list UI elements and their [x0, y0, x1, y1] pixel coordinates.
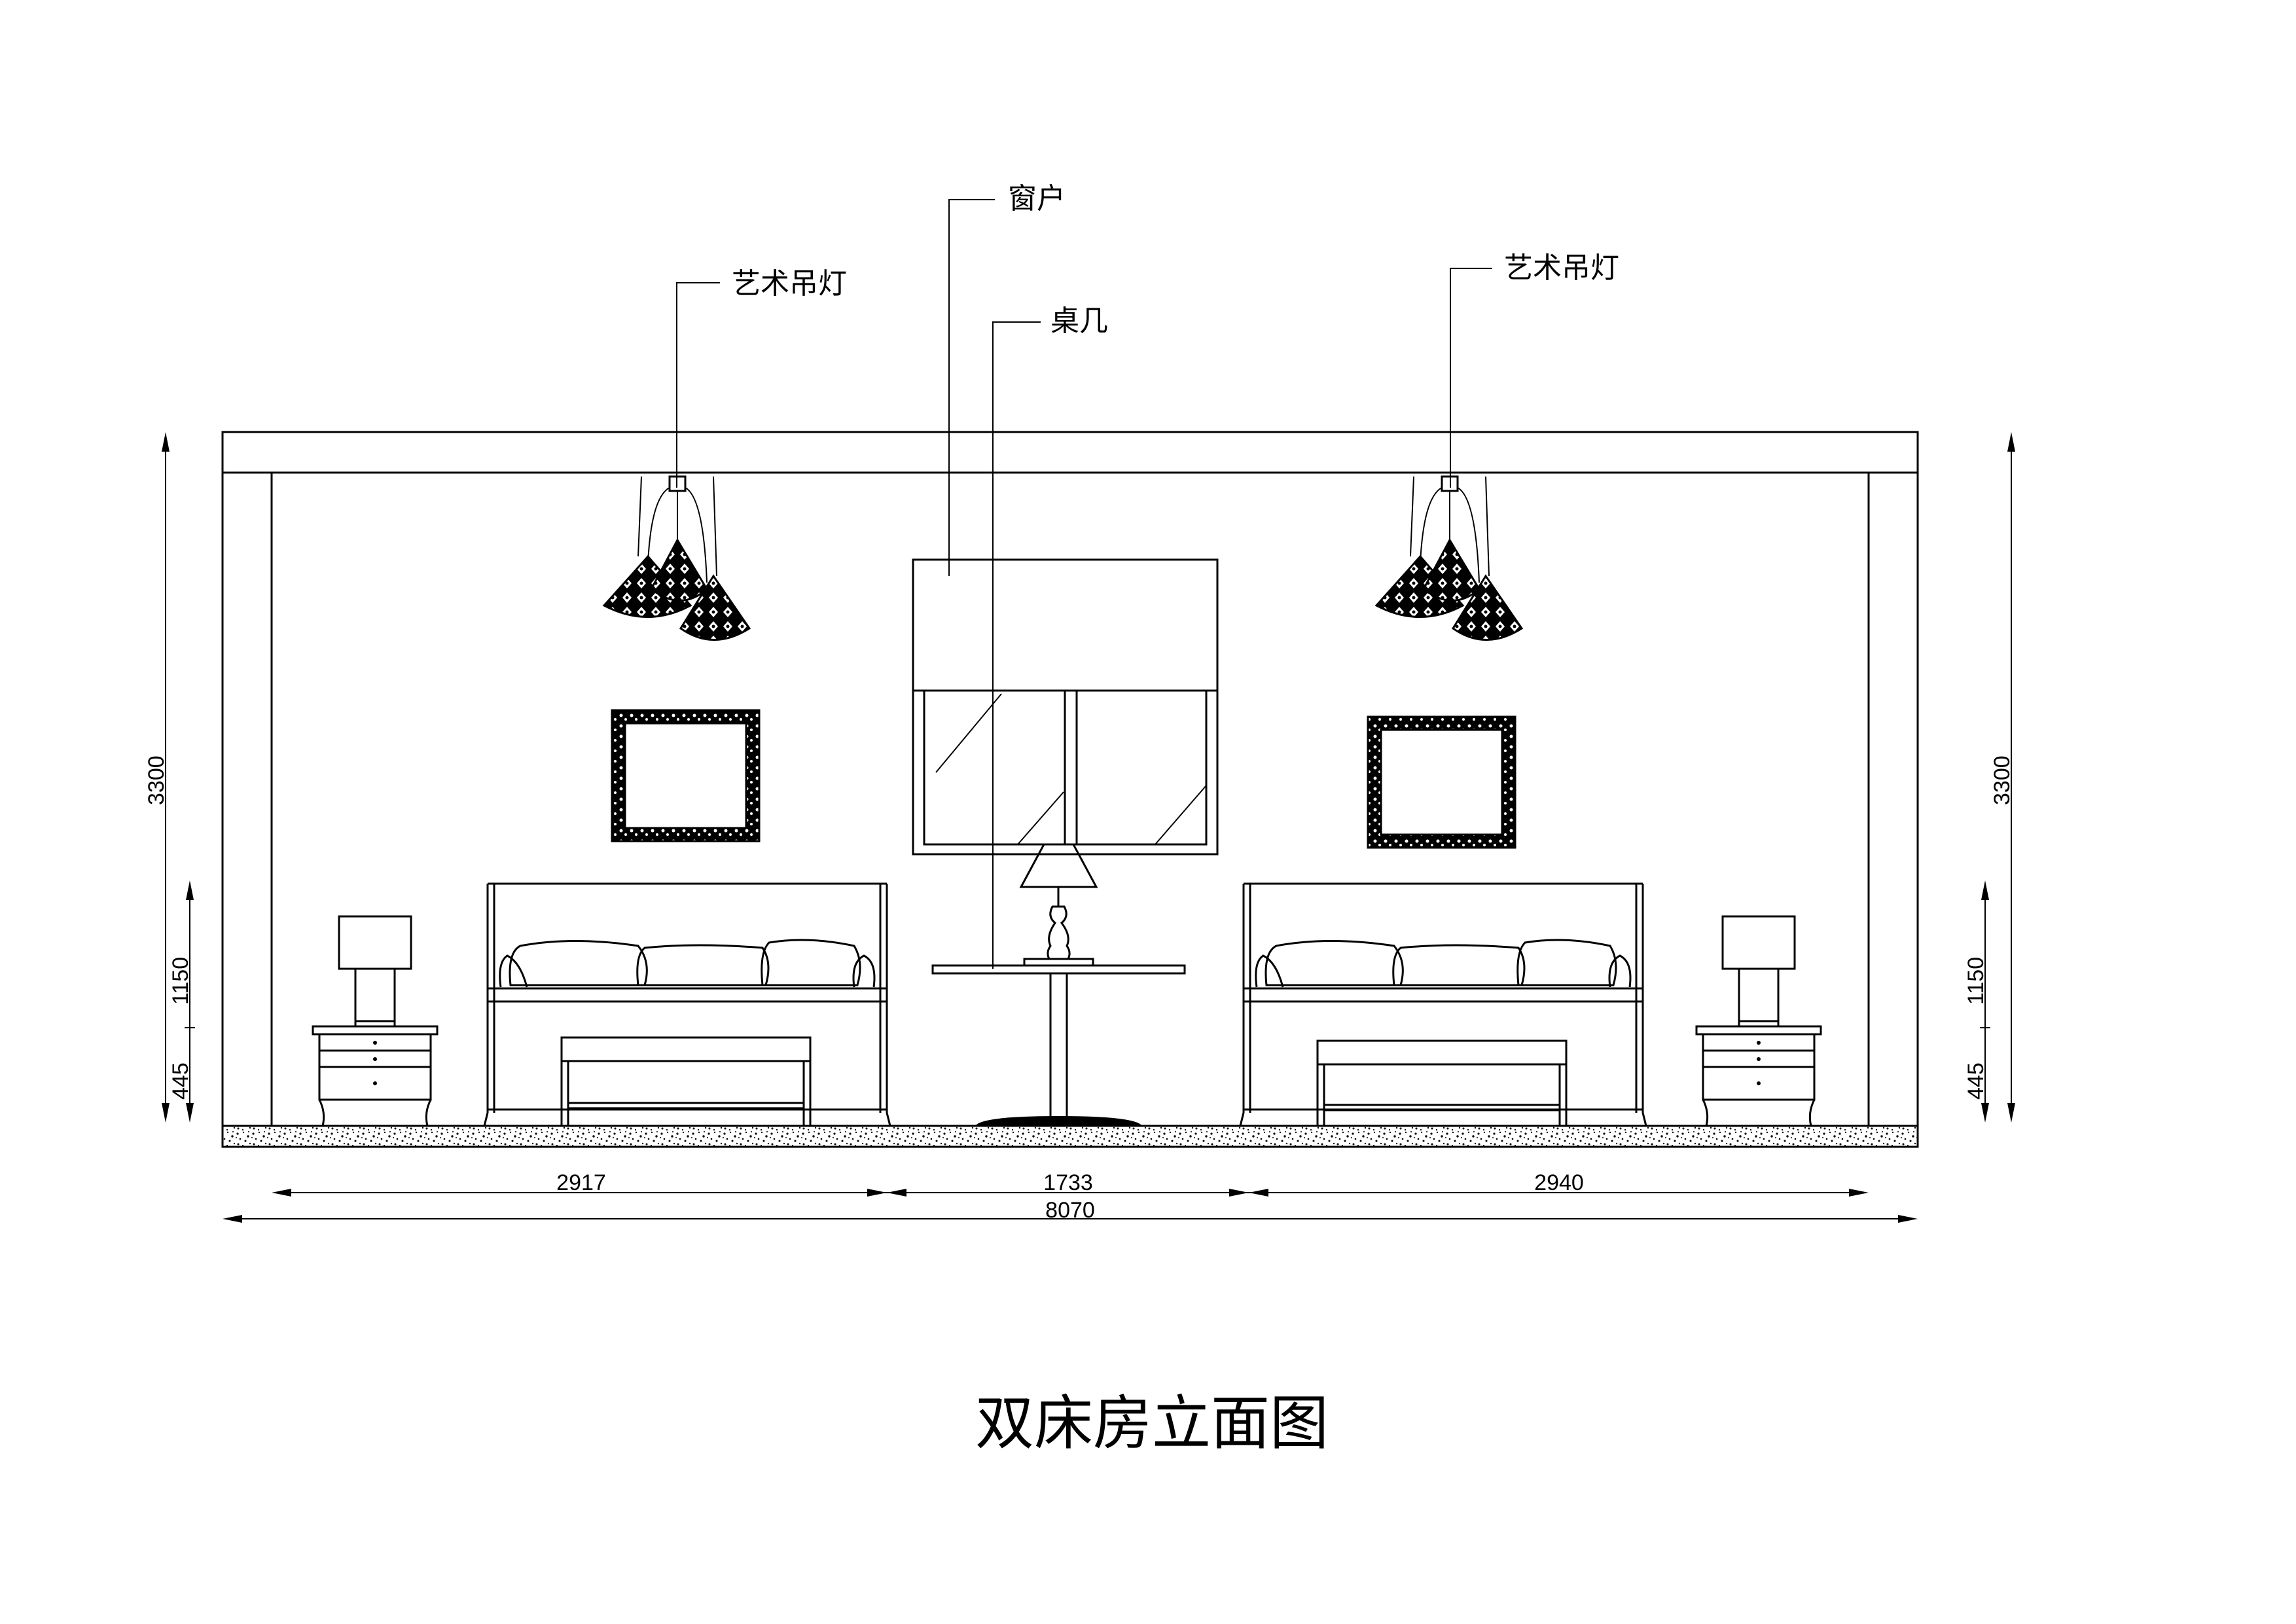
drawing-title: 双床房立面图	[975, 1389, 1329, 1458]
pendant-light-left	[602, 472, 751, 641]
dim-left-445: 445	[168, 1062, 193, 1100]
side-table	[931, 958, 1186, 1126]
label-window: 窗户	[1008, 182, 1066, 215]
table-lamp	[1019, 843, 1098, 960]
label-side-table: 桌几	[1050, 304, 1108, 338]
label-pendant-right: 艺术吊灯	[1504, 251, 1619, 285]
bench-left	[560, 1036, 812, 1126]
callout-leaders	[676, 199, 1492, 969]
label-pendant-left: 艺术吊灯	[732, 267, 847, 300]
bench-right	[1316, 1039, 1568, 1126]
wall-art-right	[1367, 715, 1516, 849]
dim-width-8070: 8070	[1045, 1198, 1095, 1223]
dim-width-2940: 2940	[1534, 1170, 1584, 1195]
window	[912, 558, 1219, 856]
dim-width-2917: 2917	[556, 1170, 606, 1195]
floor-slab	[221, 1125, 1919, 1148]
room-shell	[221, 431, 1919, 1126]
dim-lines-right	[1980, 432, 2015, 1123]
bed-left	[483, 882, 891, 1127]
nightstand-right	[1695, 915, 1822, 1127]
nightstand-left	[312, 915, 439, 1127]
dim-lines-left	[162, 432, 195, 1123]
dim-right-3300: 3300	[1990, 755, 2015, 805]
dim-right-445: 445	[1964, 1062, 1988, 1100]
dim-width-1733: 1733	[1043, 1170, 1093, 1195]
pendant-light-right	[1374, 472, 1524, 641]
dim-left-1150: 1150	[168, 957, 193, 1005]
wall-art-left	[611, 709, 761, 842]
dim-right-1150: 1150	[1964, 957, 1988, 1005]
bed-right	[1239, 882, 1647, 1127]
dim-left-3300: 3300	[144, 755, 169, 805]
dim-lines-horizontal	[223, 1189, 1918, 1223]
